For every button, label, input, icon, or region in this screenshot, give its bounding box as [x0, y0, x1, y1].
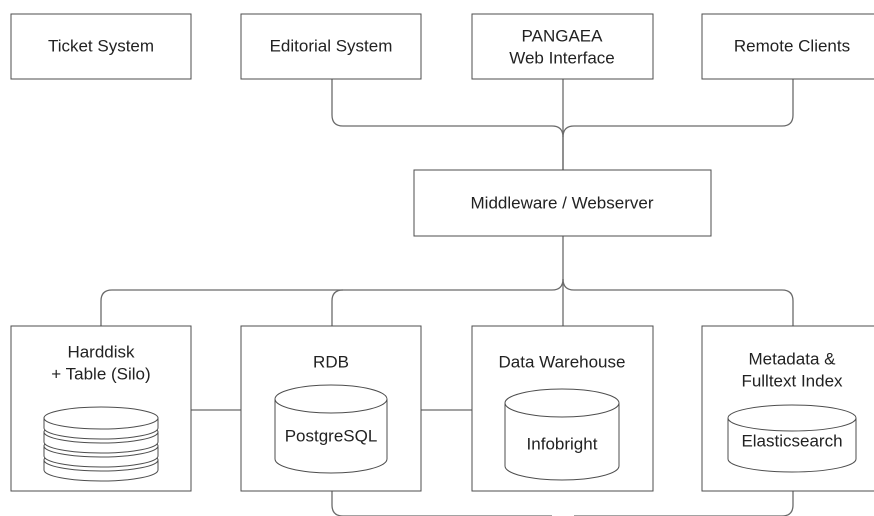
elasticsearch-database-icon: [727, 404, 857, 473]
index-label-line1: Metadata &: [749, 349, 837, 368]
bottom-connectors: [100, 236, 794, 516]
warehouse-db-label: Infobright: [527, 434, 598, 453]
ticket-system-label: Ticket System: [48, 36, 154, 55]
index-label-line2: Fulltext Index: [741, 371, 843, 390]
remote-clients-label: Remote Clients: [734, 36, 850, 55]
data-warehouse-node: Data Warehouse Infobright: [471, 325, 654, 492]
connector-middleware-rdb: [331, 289, 344, 326]
connector-middleware-index: [562, 278, 794, 326]
disk-stack-icon: [43, 406, 159, 482]
pangaea-label-line2: Web Interface: [509, 48, 615, 67]
harddisk-node: Harddisk + Table (Silo): [10, 325, 192, 492]
connector-rdb-bottom: [331, 491, 552, 516]
middleware-label: Middleware / Webserver: [471, 193, 654, 212]
remote-clients-node: Remote Clients: [701, 13, 874, 80]
fulltext-index-node: Metadata & Fulltext Index Elasticsearch: [701, 325, 874, 492]
rdb-label: RDB: [313, 352, 349, 371]
rdb-node: RDB PostgreSQL: [240, 325, 422, 492]
top-connectors: [331, 79, 794, 170]
warehouse-label: Data Warehouse: [499, 352, 626, 371]
editorial-system-node: Editorial System: [240, 13, 422, 80]
harddisk-label-line1: Harddisk: [67, 342, 135, 361]
editorial-system-label: Editorial System: [270, 36, 393, 55]
pangaea-web-interface-node: PANGAEA Web Interface: [471, 13, 654, 80]
connector-remote-middleware: [562, 79, 794, 138]
index-db-label: Elasticsearch: [741, 431, 842, 450]
middleware-node: Middleware / Webserver: [413, 169, 712, 237]
connector-editorial-middleware: [331, 79, 564, 170]
ticket-system-node: Ticket System: [10, 13, 192, 80]
rdb-db-label: PostgreSQL: [285, 426, 378, 445]
postgresql-database-icon: [274, 384, 388, 474]
harddisk-label-line2: + Table (Silo): [51, 364, 150, 383]
infobright-database-icon: [504, 388, 620, 481]
connector-index-bottom: [574, 491, 794, 516]
pangaea-label-line1: PANGAEA: [522, 26, 604, 45]
